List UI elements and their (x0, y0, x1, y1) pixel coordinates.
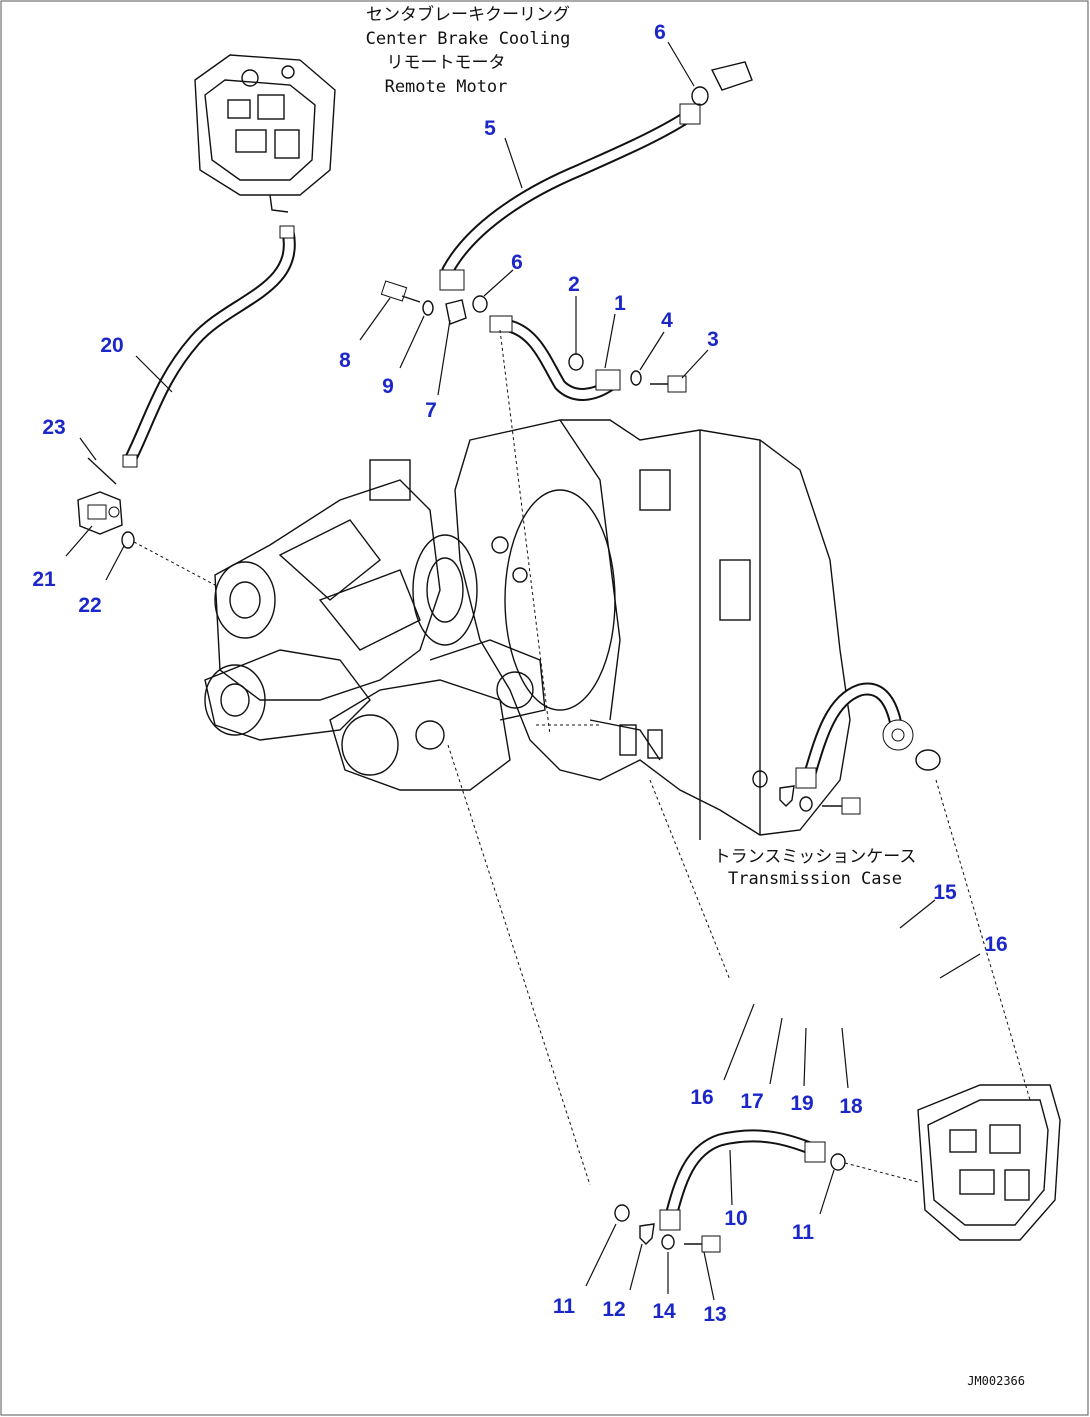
hose-10 (659, 1129, 826, 1231)
washer-4 (630, 370, 642, 386)
tube-1 (489, 315, 621, 401)
washer-14 (661, 1234, 675, 1250)
callout-2: 2 (568, 273, 580, 296)
callout-22: 22 (78, 594, 101, 617)
callout-5: 5 (484, 117, 496, 140)
caption-transmission-case-en: Transmission Case (728, 869, 902, 889)
caption-remote-motor-en: Remote Motor (385, 77, 508, 97)
callout-7: 7 (425, 399, 437, 422)
washer-19 (799, 796, 813, 812)
o-ring-11-left (614, 1204, 630, 1222)
bolt-3 (650, 375, 687, 393)
o-ring-2 (568, 353, 584, 371)
o-ring-6-top (691, 86, 709, 106)
elbow-7 (445, 299, 467, 325)
callout-21: 21 (32, 568, 56, 591)
callout-13: 13 (703, 1303, 726, 1326)
bolt-8 (380, 280, 421, 303)
leader-lines (65, 41, 981, 1301)
callouts: 1 2 3 4 5 6 6 7 8 9 10 11 11 12 13 14 15… (32, 21, 1007, 1326)
callout-6-top: 6 (654, 21, 666, 44)
caption-remote-motor-ja: リモートモータ (387, 53, 506, 73)
callout-16-left: 16 (690, 1086, 713, 1109)
hose-5 (439, 103, 701, 291)
callout-12: 12 (602, 1298, 625, 1321)
transmission-case-drawing (412, 419, 851, 840)
wire-23 (87, 457, 117, 485)
connection-lines (133, 329, 1031, 1186)
o-ring-6-mid (472, 295, 488, 313)
valve-block-drawing (917, 1084, 1061, 1241)
callout-14: 14 (652, 1300, 676, 1323)
callout-23: 23 (42, 416, 65, 439)
callout-11-left: 11 (553, 1295, 576, 1318)
o-ring-16-left (752, 770, 768, 788)
callout-8: 8 (339, 349, 351, 372)
callout-15: 15 (933, 881, 957, 904)
clamp-17 (779, 785, 795, 807)
hose-15 (795, 682, 914, 789)
callout-11-right: 11 (792, 1221, 815, 1244)
caption-transmission-case-ja: トランスミッションケース (714, 847, 917, 867)
callout-18: 18 (839, 1095, 863, 1118)
callout-1: 1 (614, 292, 626, 315)
callout-4: 4 (661, 309, 673, 332)
caption-center-brake-cooling-ja: センタブレーキクーリング (366, 4, 570, 25)
caption-center-brake-cooling-en: Center Brake Cooling (366, 29, 571, 49)
o-ring-11-right (830, 1153, 846, 1171)
washer-9 (422, 300, 434, 316)
o-ring-22 (121, 531, 135, 549)
callout-9: 9 (382, 375, 394, 398)
bolt-13 (684, 1235, 721, 1253)
callout-6-mid: 6 (511, 251, 523, 274)
callout-3: 3 (707, 328, 719, 351)
callout-17: 17 (740, 1090, 763, 1113)
callout-10: 10 (724, 1207, 747, 1230)
valve-21 (77, 491, 123, 535)
clamp-12 (639, 1223, 655, 1245)
drawing-code: JM002366 (967, 1374, 1025, 1388)
bolt-18 (822, 797, 861, 815)
pump-assembly-drawing (204, 459, 546, 791)
fitting-top-right (710, 61, 753, 91)
hose-20 (122, 225, 296, 468)
callout-20: 20 (100, 334, 123, 357)
o-ring-16-right (915, 749, 941, 771)
callout-16-right: 16 (984, 933, 1007, 956)
remote-motor-drawing (194, 54, 336, 213)
callout-19: 19 (790, 1092, 813, 1115)
